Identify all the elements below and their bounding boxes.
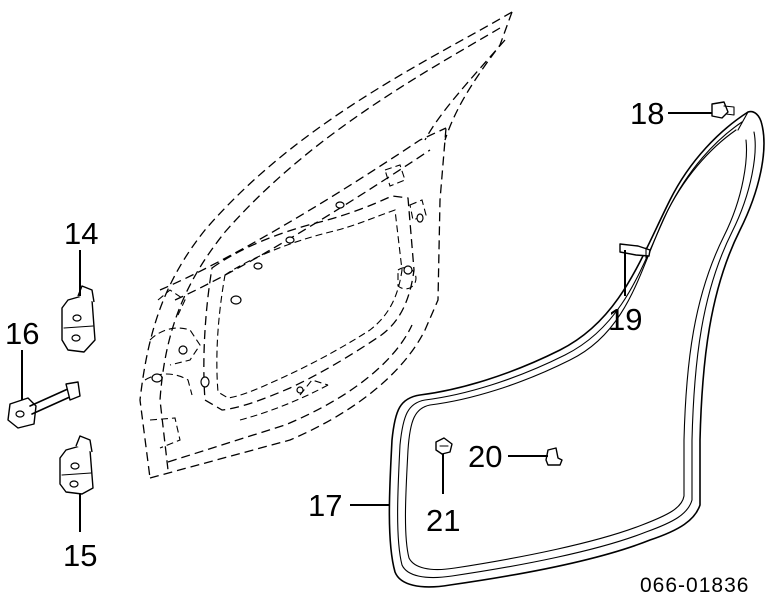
callout-19: 19 xyxy=(608,302,642,337)
diagram-reference-code: 066-01836 xyxy=(640,574,749,597)
door-check xyxy=(7,381,81,429)
callout-16: 16 xyxy=(5,316,39,351)
clip-part xyxy=(619,243,651,259)
leader-lines xyxy=(21,112,712,532)
upper-hinge xyxy=(61,285,96,353)
fastener-part xyxy=(435,437,453,455)
callout-21: 21 xyxy=(426,503,460,538)
callout-15: 15 xyxy=(63,538,97,573)
callout-18: 18 xyxy=(630,96,664,131)
callout-20: 20 xyxy=(468,439,502,474)
callout-14: 14 xyxy=(64,216,98,251)
lower-hinge xyxy=(59,435,94,495)
weatherstrip-seal xyxy=(388,110,765,588)
grommet-part xyxy=(545,447,563,466)
door-shell xyxy=(139,11,513,479)
callout-17: 17 xyxy=(308,488,342,523)
screw-part xyxy=(711,101,735,119)
